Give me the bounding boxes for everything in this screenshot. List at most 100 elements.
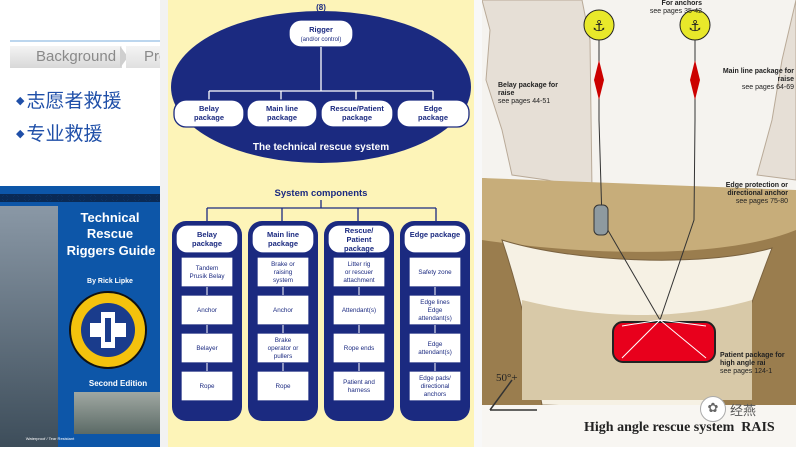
component-item-box: [332, 294, 386, 326]
system-package-label: Main line: [266, 104, 298, 113]
component-item: Edge: [428, 307, 443, 314]
book-title-2: Rescue: [86, 226, 134, 241]
binding-holes: [0, 194, 167, 202]
system-title: The technical rescue system: [253, 142, 389, 153]
component-item: Rope ends: [344, 345, 374, 352]
component-item: Edge pads/: [419, 375, 451, 382]
component-item: Anchor: [273, 307, 293, 314]
component-item-box: [256, 294, 310, 326]
book-cover: Technical Rescue Riggers Guide By Rick L…: [0, 186, 167, 447]
component-item: Brake or: [271, 261, 295, 268]
book-title-3: Riggers Guide: [66, 243, 156, 258]
component-item-box: [180, 370, 234, 402]
component-header: package: [344, 244, 374, 253]
wechat-icon: ✿: [700, 396, 726, 422]
system-package-label: Belay: [199, 104, 220, 113]
component-item: Tandem: [196, 265, 218, 272]
tab-background[interactable]: Background: [10, 46, 122, 68]
component-item-box: [332, 370, 386, 402]
component-item: attachment: [343, 277, 374, 284]
system-package-label: package: [418, 113, 448, 122]
component-header-box: [251, 224, 315, 254]
component-item: Safety zone: [418, 269, 452, 276]
component-item: Patient and: [343, 379, 375, 386]
components-title: System components: [275, 188, 368, 199]
component-header: Patient: [346, 235, 372, 244]
system-package-label: package: [194, 113, 224, 122]
poster-page-number: (8): [316, 3, 326, 12]
component-item: anchors: [424, 391, 446, 398]
page-gutter-2: [474, 0, 482, 447]
component-header: Belay: [197, 230, 218, 239]
component-item-box: [180, 256, 234, 288]
poster-diagram: (8) Rigger (and/or control) Belaypackage…: [171, 3, 471, 421]
component-item: Rope: [275, 383, 291, 390]
system-package-boxes: [173, 99, 470, 128]
component-header-box: [175, 224, 239, 254]
watermark-text: 经燕: [730, 404, 757, 419]
component-item-box: [332, 332, 386, 364]
component-header-box: [327, 224, 391, 254]
component-item-box: [256, 256, 310, 288]
component-item: raising: [274, 269, 293, 276]
component-item: attendant(s): [418, 349, 452, 356]
component-item-box: [408, 294, 462, 326]
cliff-photo: [0, 206, 58, 447]
component-header-box: [403, 224, 467, 254]
component-item: Attendant(s): [342, 307, 376, 314]
rigger-label: Rigger: [309, 25, 333, 34]
system-package-label: Rescue/Patient: [330, 104, 384, 113]
component-item: Edge lines: [420, 299, 449, 306]
canyon-illustration: ⚓ ⚓: [482, 0, 796, 447]
book-footer: Waterproof / Tear Resistant: [25, 436, 75, 441]
component-item: Belayer: [196, 345, 217, 352]
component-header: package: [268, 239, 298, 248]
component-item-box: [256, 332, 310, 364]
system-connectors: [208, 47, 434, 100]
component-header: Rescue/: [345, 226, 375, 235]
book-author: By Rick Lipke: [87, 278, 133, 285]
components-connectors: [206, 200, 437, 221]
component-item: operator or: [268, 345, 299, 352]
component-item: attendant(s): [418, 315, 452, 322]
component-item: Prusik Belay: [190, 273, 226, 280]
technical-rescue-badge-icon: [69, 291, 147, 369]
svg-text:⚓: ⚓: [688, 17, 701, 35]
component-item: harness: [348, 387, 370, 394]
book-title-1: Technical: [80, 210, 140, 225]
component-item-box: [180, 294, 234, 326]
component-item: system: [273, 277, 293, 284]
tab-arrow: [120, 46, 128, 68]
component-item: Anchor: [197, 307, 217, 314]
rescue-photo: [74, 392, 167, 434]
component-item: Litter rig: [348, 261, 371, 268]
system-package-label: Edge: [424, 104, 442, 113]
page-gutter: [160, 0, 168, 447]
header-rule: [10, 40, 168, 42]
component-item-box: [408, 370, 462, 402]
system-package-label: package: [267, 113, 297, 122]
angle-label: 50°+: [496, 372, 518, 384]
bullet-item: ◆专业救援: [16, 123, 103, 145]
component-header: Main line: [267, 230, 299, 239]
book-edition: Second Edition: [88, 379, 148, 388]
component-item-box: [332, 256, 386, 288]
component-header: Edge package: [410, 230, 460, 239]
system-package-label: package: [342, 113, 372, 122]
component-item: directional: [421, 383, 450, 390]
component-item: or rescuer: [345, 269, 373, 276]
svg-text:⚓: ⚓: [592, 17, 605, 35]
component-item: Edge: [428, 341, 443, 348]
component-item: pullers: [274, 353, 293, 360]
component-header: package: [192, 239, 222, 248]
component-item: Brake: [275, 337, 292, 344]
component-item: Rope: [199, 383, 215, 390]
litter: [612, 321, 716, 363]
diagram-caption: High angle rescue system RAIS: [584, 420, 775, 435]
